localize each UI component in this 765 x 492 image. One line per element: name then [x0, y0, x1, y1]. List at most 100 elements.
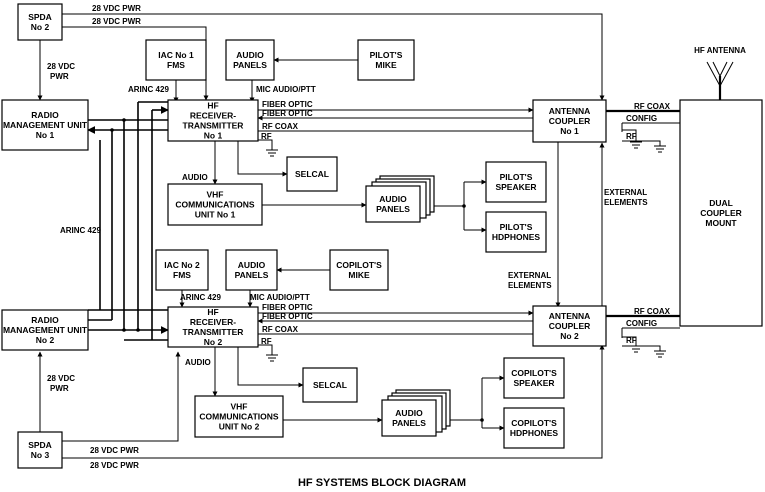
box-label-line: No 1	[560, 126, 579, 136]
box-label-line: RADIO	[31, 110, 59, 120]
box-label-line: HF	[207, 307, 218, 317]
box-outline	[167, 99, 259, 142]
config-label: CONFIG	[626, 114, 657, 123]
box-outline	[145, 39, 207, 81]
arinc-label: ARINC 429	[128, 85, 169, 94]
box-label-line: COUPLER	[549, 116, 591, 126]
box-label-line: COPILOT'S	[336, 260, 382, 270]
box-label-line: COUPLER	[549, 321, 591, 331]
ext-label: EXTERNAL	[508, 271, 551, 280]
box-outline	[225, 249, 278, 291]
ground-icon	[654, 350, 666, 358]
box-label-line: COMMUNICATIONS	[199, 412, 278, 422]
ground-symbols	[266, 141, 666, 362]
box-label-line: PANELS	[376, 204, 410, 214]
box-label-line: MANAGEMENT UNIT	[3, 325, 88, 335]
box-label-line: No 2	[31, 22, 50, 32]
ext-label: ELEMENTS	[604, 198, 648, 207]
fiber-label: FIBER OPTIC	[262, 312, 313, 321]
box-outline	[679, 99, 763, 327]
hf-antenna-icon	[706, 61, 734, 88]
box-outline	[194, 395, 284, 438]
box-outline	[225, 39, 275, 81]
fiber-label: FIBER OPTIC	[262, 100, 313, 109]
connection-lines	[37, 13, 722, 459]
rf-label: RF	[626, 336, 637, 345]
box-outline	[17, 3, 63, 41]
box-label-line: MANAGEMENT UNIT	[3, 120, 88, 130]
box-label-line: No 3	[31, 450, 50, 460]
box-label-line: SELCAL	[313, 380, 347, 390]
box-outline	[357, 39, 415, 81]
box-label-line: MIKE	[348, 270, 370, 280]
box-label-line: SPDA	[28, 440, 52, 450]
selcal2-box: SELCAL	[302, 367, 358, 403]
line-labels: 28 VDC PWR 28 VDC PWR 28 VDC PWR ARINC 4…	[47, 4, 671, 470]
ext-label: EXTERNAL	[604, 188, 647, 197]
box-outline	[503, 407, 565, 449]
box-label-line: No 1	[204, 131, 223, 141]
pwr-label: 28 VDC PWR	[92, 4, 141, 13]
box-label-line: PANELS	[233, 60, 267, 70]
box-label-line: No 2	[560, 331, 579, 341]
box-label-line: PANELS	[235, 270, 269, 280]
box-outline	[17, 431, 63, 469]
box-outline	[485, 211, 547, 253]
box-label-line: IAC No 1	[158, 50, 194, 60]
arinc-label: ARINC 429	[60, 226, 101, 235]
box-label-line: No 1	[36, 130, 55, 140]
box-label-line: COPILOT'S	[511, 368, 557, 378]
box-label-line: SPEAKER	[495, 182, 536, 192]
box-label-line: VHF	[207, 190, 224, 200]
audio-label: AUDIO	[185, 358, 211, 367]
box-label-line: HDPHONES	[510, 428, 559, 438]
box-outline	[532, 99, 607, 143]
box-label-line: MOUNT	[705, 218, 737, 228]
box-label-line: COMMUNICATIONS	[175, 200, 254, 210]
box-outline	[167, 183, 263, 226]
fiber-label: FIBER OPTIC	[262, 303, 313, 312]
pwr-label: 28 VDC	[47, 62, 75, 71]
pwr-label: PWR	[50, 384, 69, 393]
box-label-line: AUDIO	[236, 50, 264, 60]
pwr-label: 28 VDC PWR	[92, 17, 141, 26]
box-label-line: RECEIVER-	[190, 111, 236, 121]
box-outline	[329, 249, 389, 291]
box-label-line: HDPHONES	[492, 232, 541, 242]
rfcoax-label: RF COAX	[634, 102, 671, 111]
pwr-label: 28 VDC PWR	[90, 446, 139, 455]
box-outline	[365, 185, 421, 223]
arinc-label: ARINC 429	[180, 293, 221, 302]
box-outline	[485, 161, 547, 203]
box-outline	[1, 309, 89, 351]
rf-label: RF	[261, 132, 272, 141]
box-label-line: SELCAL	[295, 169, 329, 179]
config-label: CONFIG	[626, 319, 657, 328]
box-label-line: No 2	[36, 335, 55, 345]
mic-label: MIC AUDIO/PTT	[256, 85, 316, 94]
box-label-line: No 2	[204, 337, 223, 347]
rfcoax-label: RF COAX	[262, 122, 299, 131]
pwr-label: PWR	[50, 72, 69, 81]
box-label-line: AUDIO	[238, 260, 266, 270]
box-label-line: AUDIO	[395, 408, 423, 418]
ground-icon	[630, 141, 642, 149]
box-label-line: IAC No 2	[164, 260, 200, 270]
ground-icon	[630, 345, 642, 353]
box-label-line: COPILOT'S	[511, 418, 557, 428]
